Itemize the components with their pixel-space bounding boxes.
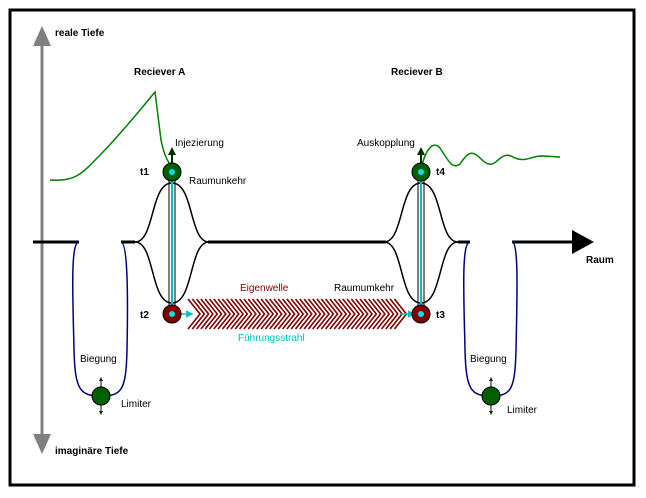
eigenwave-chevron xyxy=(359,298,374,330)
eigenwave-chevron xyxy=(316,298,331,330)
eigenwave-chevron xyxy=(217,298,232,330)
t3-label: t3 xyxy=(436,310,445,321)
eigenwave-chevron xyxy=(355,298,369,330)
eigenwave-chevron xyxy=(200,298,214,330)
injection-label: Injezierung xyxy=(175,138,224,149)
eigenwave-chevron xyxy=(281,298,296,330)
space-reversal-b-label: Raumumkehr xyxy=(334,283,395,294)
eigenwave-chevron xyxy=(294,298,309,330)
eigenwave-chevron xyxy=(312,298,326,330)
eigenwave-chevron xyxy=(307,298,322,330)
eigenwave-chevron xyxy=(187,298,202,330)
eigenwave-chevron xyxy=(363,298,378,330)
eigenwave-chevron xyxy=(230,298,245,330)
t4-label: t4 xyxy=(436,167,445,178)
eigenwave-chevron xyxy=(251,298,266,330)
eigenwave-chevron xyxy=(264,298,279,330)
eigenwave-chevron xyxy=(385,298,399,330)
eigenwave-chevron xyxy=(208,298,223,330)
axis-arrow-up-icon xyxy=(33,26,51,46)
imaginary-depth-label: imaginäre Tiefe xyxy=(55,446,129,457)
outcoupling-label: Auskopplung xyxy=(357,138,415,149)
guide-beam-label: Führungsstrahl xyxy=(238,333,305,344)
eigenwave-chevron xyxy=(350,298,365,330)
eigenwave-chevron xyxy=(324,298,339,330)
tube-a xyxy=(168,172,176,312)
eigenwave-chevron xyxy=(333,298,348,330)
eigenwave-chevron xyxy=(256,298,270,330)
eigenwave-label: Eigenwelle xyxy=(240,283,289,294)
eigenwave-chevron xyxy=(380,298,395,330)
eigenwave-chevron xyxy=(367,298,382,330)
eigenwave-chevron xyxy=(329,298,343,330)
eigenwave-chevron xyxy=(204,298,219,330)
bend-right-label: Biegung xyxy=(470,354,507,365)
bend-curve-right xyxy=(462,241,518,397)
eigenwave-chevron xyxy=(320,298,335,330)
eigenwave-chevron xyxy=(376,298,391,330)
depth-axis xyxy=(33,26,51,454)
limiter-right-label: Limiter xyxy=(507,405,538,416)
eigenwave-chevron xyxy=(277,298,292,330)
tube-b xyxy=(417,172,425,312)
eigenwave-chevron xyxy=(195,298,210,330)
limiter-left-label: Limiter xyxy=(121,399,152,410)
space-arrow-icon xyxy=(572,230,594,254)
eigenwave-chevron xyxy=(191,298,206,330)
eigenwave-band xyxy=(187,298,408,330)
eigenwave-chevron xyxy=(372,298,386,330)
space-axis xyxy=(33,230,594,254)
outer-border xyxy=(8,8,636,487)
eigenwave-chevron xyxy=(238,298,253,330)
eigenwave-chevron xyxy=(290,298,305,330)
axis-arrow-down-icon xyxy=(33,434,51,454)
receiver-b-label: Reciever B xyxy=(391,67,443,78)
space-reversal-a-label: Raumunkehr xyxy=(189,176,247,187)
space-label: Raum xyxy=(586,255,614,266)
t1-label: t1 xyxy=(140,167,149,178)
eigenwave-chevron xyxy=(273,298,288,330)
eigenwave-chevron xyxy=(342,298,356,330)
limiter-left-node-icon xyxy=(91,386,111,406)
eigenwave-chevron xyxy=(299,298,313,330)
eigenwave-chevron xyxy=(337,298,352,330)
eigenwave-chevron xyxy=(346,298,361,330)
eigenwave-chevron xyxy=(260,298,275,330)
bend-left-label: Biegung xyxy=(80,354,117,365)
bend-curve-left xyxy=(71,241,129,397)
eigenwave-chevron xyxy=(286,298,300,330)
eigenwave-chevron xyxy=(221,298,236,330)
real-depth-label: reale Tiefe xyxy=(55,28,105,39)
eigenwave-chevron xyxy=(303,298,318,330)
node-t3-icon xyxy=(411,304,431,324)
eigenwave-chevron xyxy=(213,298,227,330)
receiver-a-label: Reciever A xyxy=(134,67,185,78)
limiter-right-node-icon xyxy=(481,386,501,406)
eigenwave-chevron xyxy=(243,298,257,330)
node-t4-icon xyxy=(411,162,431,182)
node-t2-icon xyxy=(162,304,182,324)
t2-label: t2 xyxy=(140,310,149,321)
wave-curve-b xyxy=(421,144,561,167)
eigenwave-chevron xyxy=(269,298,283,330)
eigenwave-chevron xyxy=(234,298,249,330)
wave-curve-a xyxy=(49,90,176,181)
eigenwave-chevron xyxy=(247,298,262,330)
eigenwave-chevron xyxy=(226,298,240,330)
node-t1-icon xyxy=(162,162,182,182)
